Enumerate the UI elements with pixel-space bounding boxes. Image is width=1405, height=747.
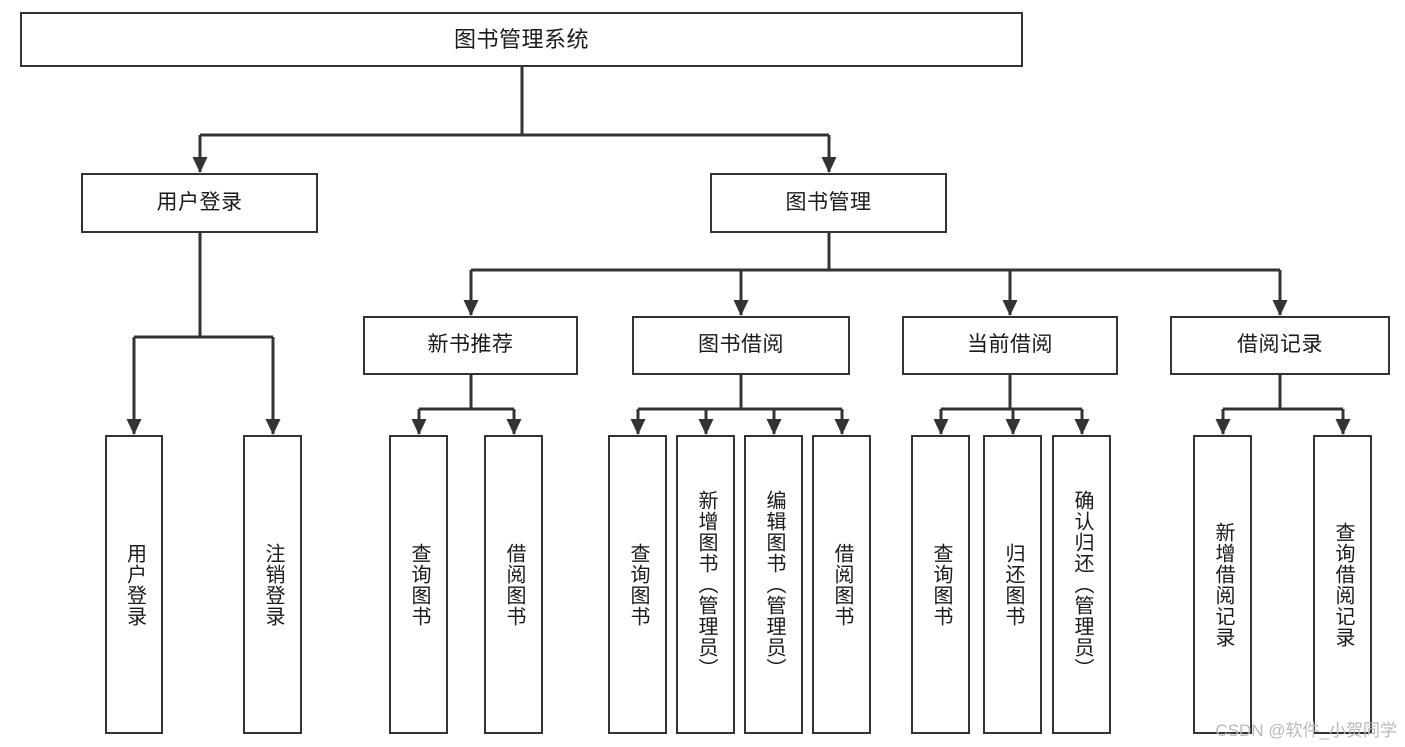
node-leaf-query-record[interactable]: 查询借阅记录: [1313, 435, 1372, 734]
node-label: 新书推荐: [427, 333, 514, 357]
node-leaf-borrow-book-2[interactable]: 借阅图书: [812, 435, 871, 734]
node-root[interactable]: 图书管理系统: [20, 12, 1023, 67]
arrow-head-leaf-query-record: [1335, 419, 1351, 435]
node-leaf-query-book-3[interactable]: 查询图书: [911, 435, 970, 734]
arrow-head-leaf-query-book-1: [411, 419, 427, 435]
node-user-login[interactable]: 用户登录: [81, 173, 318, 233]
node-leaf-query-book-2[interactable]: 查询图书: [608, 435, 667, 734]
node-label: 查询图书: [408, 542, 430, 627]
arrow-head-leaf-confirm-return: [1074, 419, 1090, 435]
node-leaf-add-record[interactable]: 新增借阅记录: [1193, 435, 1252, 734]
node-label: 新增图书（管理员）: [695, 490, 717, 679]
node-label: 归还图书: [1002, 542, 1024, 627]
node-leaf-query-book-1[interactable]: 查询图书: [389, 435, 448, 734]
node-label: 图书管理: [785, 190, 872, 214]
arrow-head-book-manage: [821, 157, 837, 173]
node-leaf-user-logout[interactable]: 注销登录: [243, 435, 302, 734]
node-label: 新增借阅记录: [1212, 521, 1234, 648]
arrow-head-leaf-add-record: [1215, 419, 1231, 435]
arrow-head-user-login: [192, 157, 208, 173]
node-label: 借阅图书: [503, 542, 525, 627]
node-leaf-user-login[interactable]: 用户登录: [105, 435, 163, 734]
arrow-head-leaf-edit-book: [766, 419, 782, 435]
node-label: 确认归还（管理员）: [1071, 490, 1093, 679]
watermark: CSDN @软件_小贺同学: [1215, 721, 1397, 740]
node-book-manage[interactable]: 图书管理: [710, 173, 947, 233]
arrow-head-new-book-rec: [463, 300, 479, 316]
arrow-head-leaf-return-book: [1005, 419, 1021, 435]
arrow-head-leaf-borrow-book-2: [834, 419, 850, 435]
node-new-book-rec[interactable]: 新书推荐: [363, 316, 578, 375]
node-leaf-edit-book[interactable]: 编辑图书（管理员）: [744, 435, 803, 734]
node-label: 查询图书: [627, 542, 649, 627]
node-label: 借阅图书: [831, 542, 853, 627]
node-label: 注销登录: [262, 542, 284, 627]
node-borrow-record[interactable]: 借阅记录: [1170, 316, 1390, 375]
arrow-head-leaf-add-book: [698, 419, 714, 435]
arrow-head-leaf-query-book-2: [630, 419, 646, 435]
node-label: 用户登录: [123, 542, 146, 627]
node-leaf-borrow-book-1[interactable]: 借阅图书: [484, 435, 543, 734]
node-leaf-confirm-return[interactable]: 确认归还（管理员）: [1052, 435, 1111, 734]
node-leaf-add-book[interactable]: 新增图书（管理员）: [676, 435, 735, 734]
node-leaf-return-book[interactable]: 归还图书: [983, 435, 1042, 734]
arrow-head-leaf-user-logout: [265, 419, 281, 435]
node-label: 编辑图书（管理员）: [763, 490, 785, 679]
node-label: 图书借阅: [698, 333, 784, 357]
arrow-head-leaf-query-book-3: [933, 419, 949, 435]
arrow-head-leaf-user-login: [126, 419, 142, 435]
node-label: 当前借阅: [967, 333, 1053, 357]
node-label: 借阅记录: [1237, 333, 1323, 357]
node-book-borrow[interactable]: 图书借阅: [632, 316, 850, 375]
node-label: 图书管理系统: [453, 26, 589, 52]
node-label: 查询借阅记录: [1332, 521, 1354, 648]
arrow-head-book-borrow: [733, 300, 749, 316]
node-current-borrow[interactable]: 当前借阅: [902, 316, 1118, 375]
arrow-head-borrow-record: [1272, 300, 1288, 316]
node-label: 用户登录: [156, 190, 243, 214]
arrow-head-current-borrow: [1002, 300, 1018, 316]
node-label: 查询图书: [930, 542, 952, 627]
arrow-head-leaf-borrow-book-1: [506, 419, 522, 435]
